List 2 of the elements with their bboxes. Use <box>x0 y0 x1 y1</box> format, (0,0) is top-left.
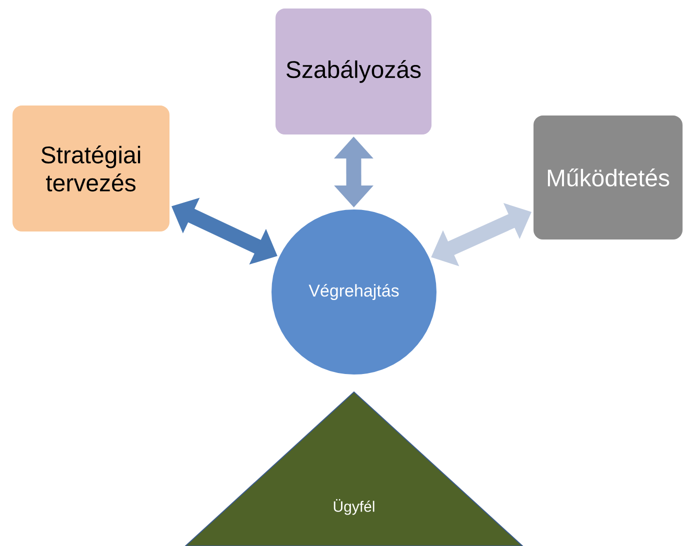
operation-box: Működtetés <box>532 114 683 240</box>
strategy-box: Stratégiai tervezés <box>12 104 170 232</box>
